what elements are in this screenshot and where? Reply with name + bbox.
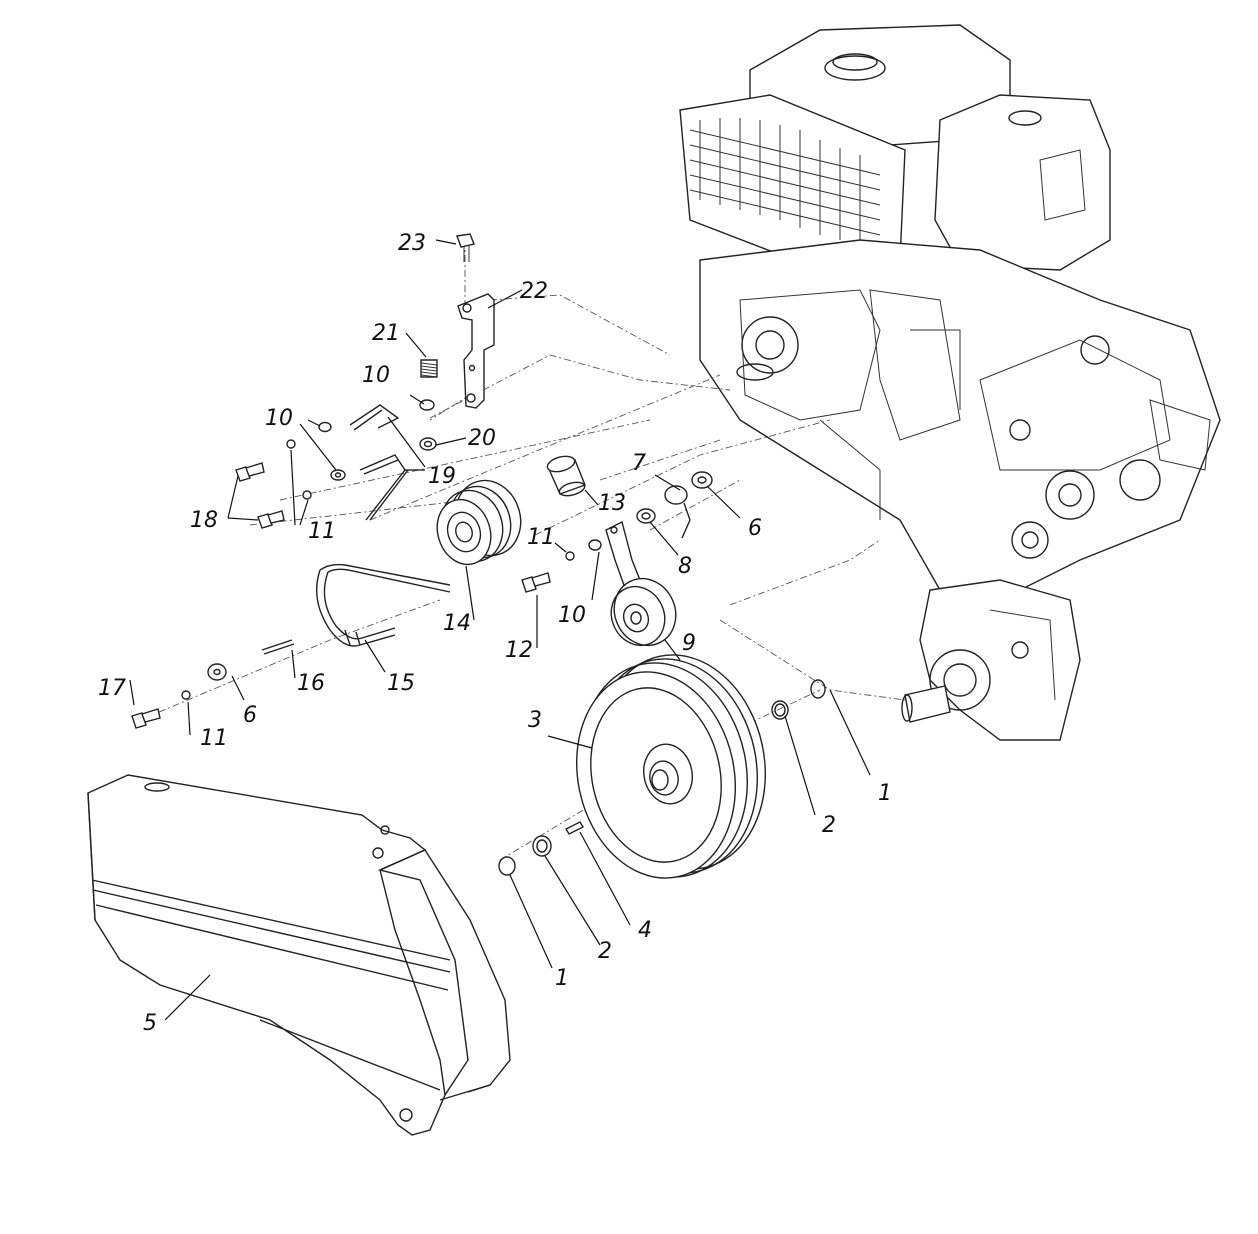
part-5-belt-guard: [87, 774, 511, 1136]
part-20-nut: [419, 437, 437, 451]
callout-12: 12: [505, 638, 533, 663]
callout-7: 7: [632, 451, 646, 476]
left-fasteners: [131, 663, 227, 729]
left-rings: [498, 821, 584, 876]
callout-20: 20: [468, 426, 496, 451]
callout-labels: 1 1 2 2 3 4 5 6 6 7 8 9 10 10 10 11 11 1…: [98, 231, 892, 1036]
part-18-bolts: [235, 462, 285, 529]
leader-lines: [129, 239, 871, 1021]
part-22-bracket: [457, 293, 495, 409]
callout-14: 14: [443, 611, 471, 636]
callout-18: 18: [190, 508, 218, 533]
part-3-large-pulley: [575, 654, 766, 879]
part-15-belt: [315, 563, 451, 647]
callout-5: 5: [143, 1011, 157, 1036]
callout-21: 21: [372, 321, 400, 346]
part-14-pulley: [436, 479, 522, 566]
part-13-bushing: [546, 455, 586, 497]
callout-10: 10: [558, 603, 586, 628]
callout-10: 10: [265, 406, 293, 431]
callout-2: 2: [598, 939, 612, 964]
right-rings: [771, 679, 826, 720]
callout-22: 22: [520, 279, 548, 304]
right-small-parts: [636, 471, 713, 539]
callout-3: 3: [528, 708, 542, 733]
callout-1: 1: [878, 781, 892, 806]
engine-assembly: [679, 24, 1221, 741]
callout-6: 6: [748, 516, 762, 541]
assembly-axes: [144, 240, 906, 861]
callout-10: 10: [362, 363, 390, 388]
callout-4: 4: [638, 918, 652, 943]
callout-19: 19: [428, 464, 456, 489]
part-23-pin: [456, 233, 475, 262]
callout-11: 11: [527, 525, 555, 550]
callout-17: 17: [98, 676, 126, 701]
callout-8: 8: [678, 554, 692, 579]
callout-13: 13: [598, 491, 626, 516]
callout-15: 15: [387, 671, 415, 696]
part-16-pin: [261, 639, 295, 655]
callout-11: 11: [308, 519, 336, 544]
part-10-washer: [419, 399, 435, 411]
callout-9: 9: [682, 631, 696, 656]
middle-fasteners: [521, 539, 602, 593]
callout-1: 1: [555, 966, 569, 991]
callout-16: 16: [297, 671, 325, 696]
callout-6: 6: [243, 703, 257, 728]
callout-11: 11: [200, 726, 228, 751]
callout-2: 2: [822, 813, 836, 838]
part-19-rods: [349, 404, 409, 521]
part-21-spring: [420, 359, 438, 378]
left-washers: [286, 421, 346, 500]
callout-23: 23: [398, 231, 426, 256]
part-9-tensioner: [605, 520, 677, 647]
